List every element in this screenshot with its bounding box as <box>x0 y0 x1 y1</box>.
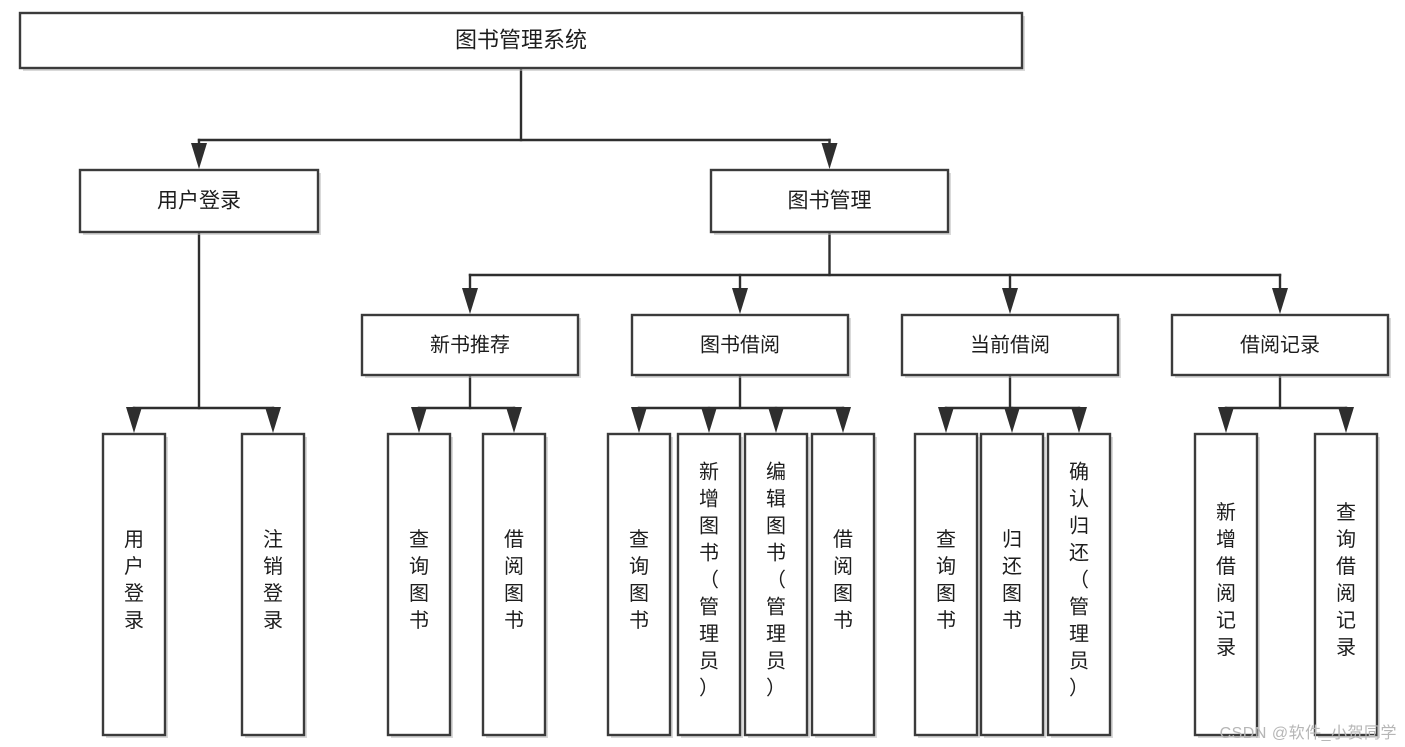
node-box[interactable] <box>360 313 580 377</box>
node-label: 注销登录 <box>263 528 283 632</box>
node-leaf-add-book[interactable]: 新增图书（管理员） <box>676 432 743 738</box>
node-root[interactable]: 图书管理系统 <box>18 11 1025 71</box>
node-borrow-record[interactable]: 借阅记录 <box>1170 313 1391 378</box>
node-label: 图书借阅 <box>700 333 780 356</box>
node-leaf-query-record[interactable]: 查询借阅记录 <box>1313 432 1380 738</box>
node-label: 借阅图书 <box>833 528 853 632</box>
node-new-book-rec[interactable]: 新书推荐 <box>360 313 581 378</box>
arrow-head-icon <box>265 407 281 433</box>
node-leaf-query-book[interactable]: 查询图书 <box>606 432 673 738</box>
arrow-head-icon <box>1338 407 1354 433</box>
node-box[interactable] <box>743 432 809 737</box>
node-box[interactable] <box>240 432 306 737</box>
node-leaf-borrow-book-rec[interactable]: 借阅图书 <box>481 432 548 738</box>
node-box[interactable] <box>78 168 320 234</box>
node-label: 查询借阅记录 <box>1336 501 1356 659</box>
arrow-head-icon <box>506 407 522 433</box>
node-label: 借阅记录 <box>1240 333 1320 356</box>
edge-group-new-book-rec <box>411 373 522 433</box>
node-current-borrow[interactable]: 当前借阅 <box>900 313 1121 378</box>
node-leaf-borrow-book[interactable]: 借阅图书 <box>810 432 877 738</box>
node-label: 新增借阅记录 <box>1216 501 1236 659</box>
arrow-head-icon <box>1272 288 1288 314</box>
node-box[interactable] <box>913 432 979 737</box>
node-label: 新增图书（管理员） <box>699 461 719 700</box>
arrow-head-icon <box>835 407 851 433</box>
node-label: 归还图书 <box>1002 528 1022 632</box>
node-box[interactable] <box>1170 313 1390 377</box>
arrow-head-icon <box>191 143 207 169</box>
node-leaf-return-book[interactable]: 归还图书 <box>979 432 1046 738</box>
node-label: 新书推荐 <box>430 333 510 356</box>
node-box[interactable] <box>1313 432 1379 737</box>
node-label: 当前借阅 <box>970 333 1050 356</box>
edge-group-borrow-record <box>1218 373 1354 433</box>
node-label: 编辑图书（管理员） <box>766 461 786 700</box>
node-leaf-query-book-rec[interactable]: 查询图书 <box>386 432 453 738</box>
arrow-head-icon <box>701 407 717 433</box>
node-label: 用户登录 <box>124 529 144 632</box>
node-box[interactable] <box>481 432 547 737</box>
edge-group-current-borrow <box>938 373 1087 433</box>
node-label: 确认归还（管理员） <box>1069 461 1089 700</box>
node-box[interactable] <box>1193 432 1259 737</box>
node-leaf-user-logout[interactable]: 注销登录 <box>240 432 307 738</box>
node-box[interactable] <box>1046 432 1112 737</box>
node-book-borrow[interactable]: 图书借阅 <box>630 313 851 378</box>
edge-group-book-borrow <box>631 373 851 433</box>
node-leaf-edit-book[interactable]: 编辑图书（管理员） <box>743 432 810 738</box>
node-box[interactable] <box>101 432 167 737</box>
node-user-login[interactable]: 用户登录 <box>78 168 321 235</box>
edges-layer <box>126 66 1354 433</box>
node-label: 图书管理 <box>788 190 872 213</box>
node-box[interactable] <box>709 168 950 234</box>
arrow-head-icon <box>411 407 427 433</box>
arrow-head-icon <box>631 407 647 433</box>
arrow-head-icon <box>938 407 954 433</box>
nodes-layer: 图书管理系统用户登录图书管理新书推荐图书借阅当前借阅借阅记录用户登录注销登录查询… <box>18 11 1391 738</box>
node-box[interactable] <box>18 11 1024 70</box>
arrow-head-icon <box>821 143 838 169</box>
node-book-manage[interactable]: 图书管理 <box>709 168 951 235</box>
node-leaf-query-book-cur[interactable]: 查询图书 <box>913 432 980 738</box>
node-leaf-confirm-return[interactable]: 确认归还（管理员） <box>1046 432 1113 738</box>
node-label: 用户登录 <box>157 190 241 213</box>
arrow-head-icon <box>462 288 478 314</box>
edge-group-user-login <box>126 230 281 433</box>
node-box[interactable] <box>900 313 1120 377</box>
node-label: 查询图书 <box>409 528 429 632</box>
node-box[interactable] <box>676 432 742 737</box>
arrow-head-icon <box>768 407 784 433</box>
arrow-head-icon <box>1004 407 1020 433</box>
node-box[interactable] <box>979 432 1045 737</box>
arrow-head-icon <box>1002 288 1018 314</box>
edge-group-book-manage <box>462 230 1288 314</box>
node-label: 查询图书 <box>629 528 649 632</box>
arrow-head-icon <box>1071 407 1087 433</box>
node-label: 借阅图书 <box>504 528 524 632</box>
node-box[interactable] <box>810 432 876 737</box>
node-label: 图书管理系统 <box>455 27 587 52</box>
node-box[interactable] <box>630 313 850 377</box>
node-box[interactable] <box>606 432 672 737</box>
node-leaf-add-record[interactable]: 新增借阅记录 <box>1193 432 1260 738</box>
csdn-watermark: CSDN @软件_小贺同学 <box>1219 725 1397 742</box>
node-leaf-user-login[interactable]: 用户登录 <box>101 432 168 738</box>
arrow-head-icon <box>1218 407 1234 433</box>
node-box[interactable] <box>386 432 452 737</box>
node-label: 查询图书 <box>936 528 956 632</box>
edge-group-root <box>191 66 838 169</box>
arrow-head-icon <box>126 407 142 433</box>
arrow-head-icon <box>732 288 748 314</box>
